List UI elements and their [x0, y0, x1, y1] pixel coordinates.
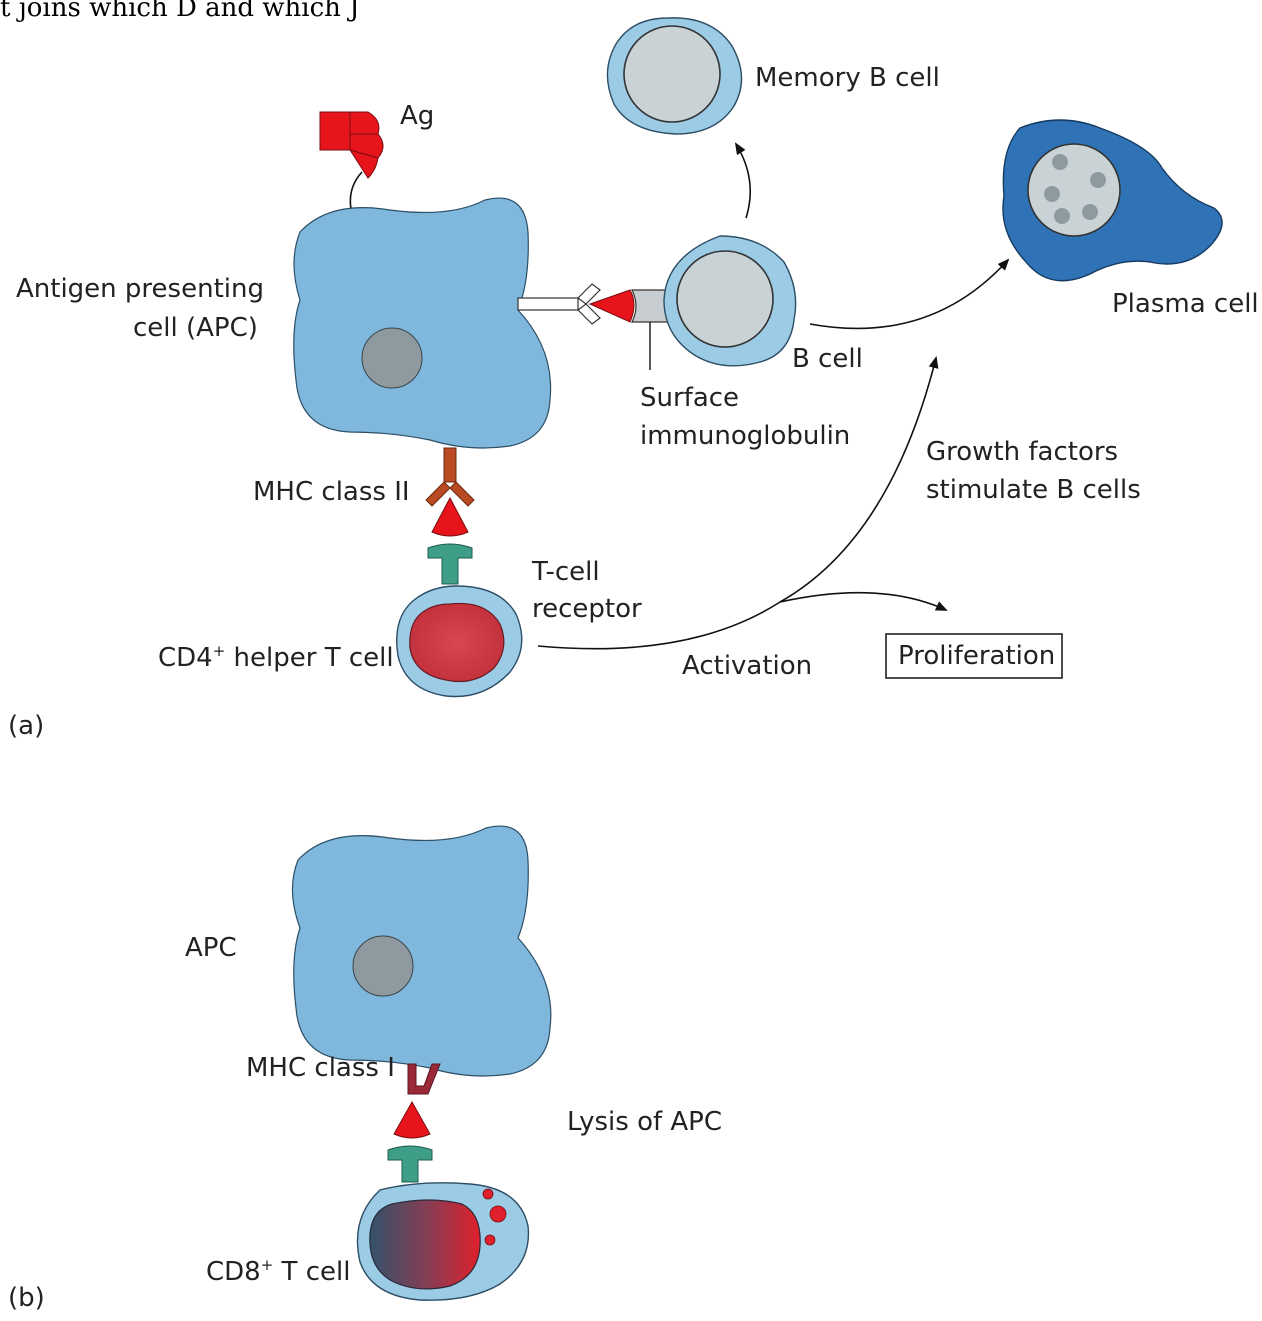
cd8-t-cell-label: CD8+ T cell [206, 1256, 350, 1287]
memory-b-cell-label: Memory B cell [755, 63, 940, 93]
bound-antigen-fragment [588, 289, 635, 323]
apc-cell [293, 197, 552, 449]
lysis-label: Lysis of APC [567, 1107, 722, 1137]
proliferation-label: Proliferation [898, 641, 1055, 671]
surface-ig-label-line1: Surface [640, 383, 739, 413]
b-to-plasma-arrow [809, 258, 1010, 330]
apc-cell-b [291, 825, 552, 1077]
cd4-t-cell-label: CD4+ helper T cell [158, 642, 394, 673]
header-fragment: t joins which D and which J [0, 0, 360, 23]
apc-label-line1: Antigen presenting [16, 274, 264, 304]
panel-a: Ag Antigen presenting cell (APC) Surface… [8, 17, 1259, 741]
cd8-t-cell-nucleus [369, 1199, 481, 1290]
mhc-class-ii [425, 447, 475, 507]
mhc-class-i [407, 1063, 441, 1095]
b-to-memory-arrow [734, 142, 752, 219]
apc-b-label: APC [185, 933, 237, 963]
mhc-i-peptide [393, 1100, 431, 1139]
tcr-label-line2: receptor [532, 594, 642, 624]
t-cell-receptor [427, 543, 473, 585]
mhc-class-i-label: MHC class I [246, 1053, 395, 1083]
mhc-ii-peptide [431, 496, 469, 537]
growth-factors-line2: stimulate B cells [926, 475, 1141, 505]
proliferation-box [885, 633, 1063, 679]
apc-receptor-y [517, 283, 601, 325]
mhc-class-ii-label: MHC class II [253, 477, 410, 507]
antigen-shape [319, 111, 384, 179]
growth-factors-line1: Growth factors [926, 437, 1118, 467]
surface-immunoglobulin [631, 289, 669, 323]
surface-ig-label-line2: immunoglobulin [640, 421, 850, 451]
plasma-cell-granules [1044, 154, 1106, 224]
apc-nucleus [361, 327, 423, 389]
apc-b-nucleus [352, 935, 414, 997]
activation-label: Activation [682, 651, 812, 681]
proliferation-arrow [779, 591, 948, 611]
t-cell-receptor-b [387, 1145, 433, 1183]
memory-b-cell-nucleus [623, 25, 721, 123]
plasma-cell-label: Plasma cell [1112, 289, 1259, 319]
b-cell-label: B cell [792, 344, 863, 374]
panel-b: APC MHC class I Lysis of APC CD8+ T cell… [8, 825, 722, 1313]
apc-label-line2: cell (APC) [133, 313, 258, 343]
plasma-cell-nucleus [1027, 143, 1121, 237]
antigen-label: Ag [400, 101, 434, 131]
panel-b-tag: (b) [8, 1283, 45, 1313]
panel-a-tag: (a) [8, 711, 44, 741]
cd4-t-cell-nucleus [409, 602, 505, 683]
tcr-label-line1: T-cell [531, 557, 600, 587]
cd8-granules [482, 1188, 507, 1246]
b-cell-nucleus [676, 250, 774, 348]
